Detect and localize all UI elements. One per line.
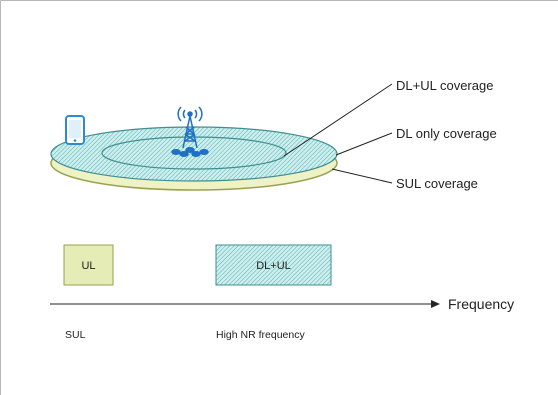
high-nr-frequency-label: High NR frequency bbox=[216, 329, 305, 341]
cell-tower-icon bbox=[171, 106, 209, 157]
leader-line-dl-only bbox=[335, 132, 393, 156]
dl-ul-band-box-label: DL+UL bbox=[256, 260, 291, 272]
frequency-axis-label: Frequency bbox=[448, 296, 514, 312]
leader-line-sul bbox=[331, 168, 393, 184]
leader-line-dl-ul bbox=[283, 83, 393, 157]
sul-band-label: SUL bbox=[65, 329, 86, 341]
smartphone-icon bbox=[65, 115, 85, 145]
frequency-axis-arrowhead bbox=[431, 300, 440, 308]
ul-band-box-label: UL bbox=[81, 260, 95, 272]
sul-coverage-label: SUL coverage bbox=[396, 176, 478, 191]
ul-band-box bbox=[63, 244, 114, 286]
dl-only-coverage-label: DL only coverage bbox=[396, 126, 497, 141]
dl-ul-coverage-label: DL+UL coverage bbox=[396, 78, 493, 93]
dl-ul-band-box bbox=[215, 244, 332, 286]
